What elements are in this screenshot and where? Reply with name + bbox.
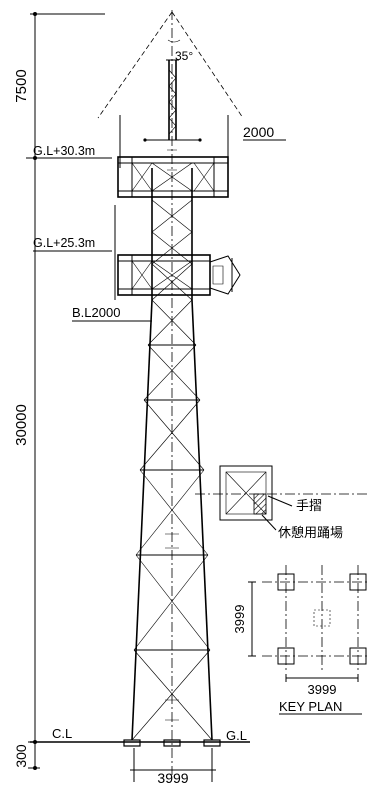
- tower-base: [30, 739, 250, 782]
- platform-detail-plan: [195, 465, 367, 531]
- level-ground-line: G.L: [226, 728, 247, 743]
- level-centre-line: C.L: [52, 726, 72, 741]
- label-platform-width: 2000: [243, 124, 274, 140]
- upper-platform: [117, 156, 229, 198]
- lower-platform: [114, 205, 241, 300]
- dimension-mast-height: 30000: [13, 404, 30, 446]
- dimension-top-height: 7500: [13, 69, 30, 102]
- dimension-base-width: 3999: [157, 770, 188, 786]
- keyplan-width-label: 3999: [308, 682, 337, 697]
- dimension-base-height: 300: [13, 744, 29, 768]
- keyplan-height-label: 3999: [232, 605, 247, 634]
- label-handrail: 手摺: [296, 498, 322, 513]
- antenna-mast: [97, 10, 244, 775]
- label-rest-landing: 休憩用踊場: [278, 525, 343, 540]
- key-plan: [248, 565, 367, 715]
- vertical-dimension-chain: [26, 12, 112, 770]
- level-upper-platform: G.L+30.3m: [33, 144, 95, 158]
- tower-body: [131, 149, 213, 741]
- keyplan-title: KEY PLAN: [279, 699, 342, 714]
- level-bracing: B.L2000: [72, 305, 120, 320]
- label-antenna-angle: 35°: [175, 49, 193, 63]
- level-lower-platform: G.L+25.3m: [33, 236, 95, 250]
